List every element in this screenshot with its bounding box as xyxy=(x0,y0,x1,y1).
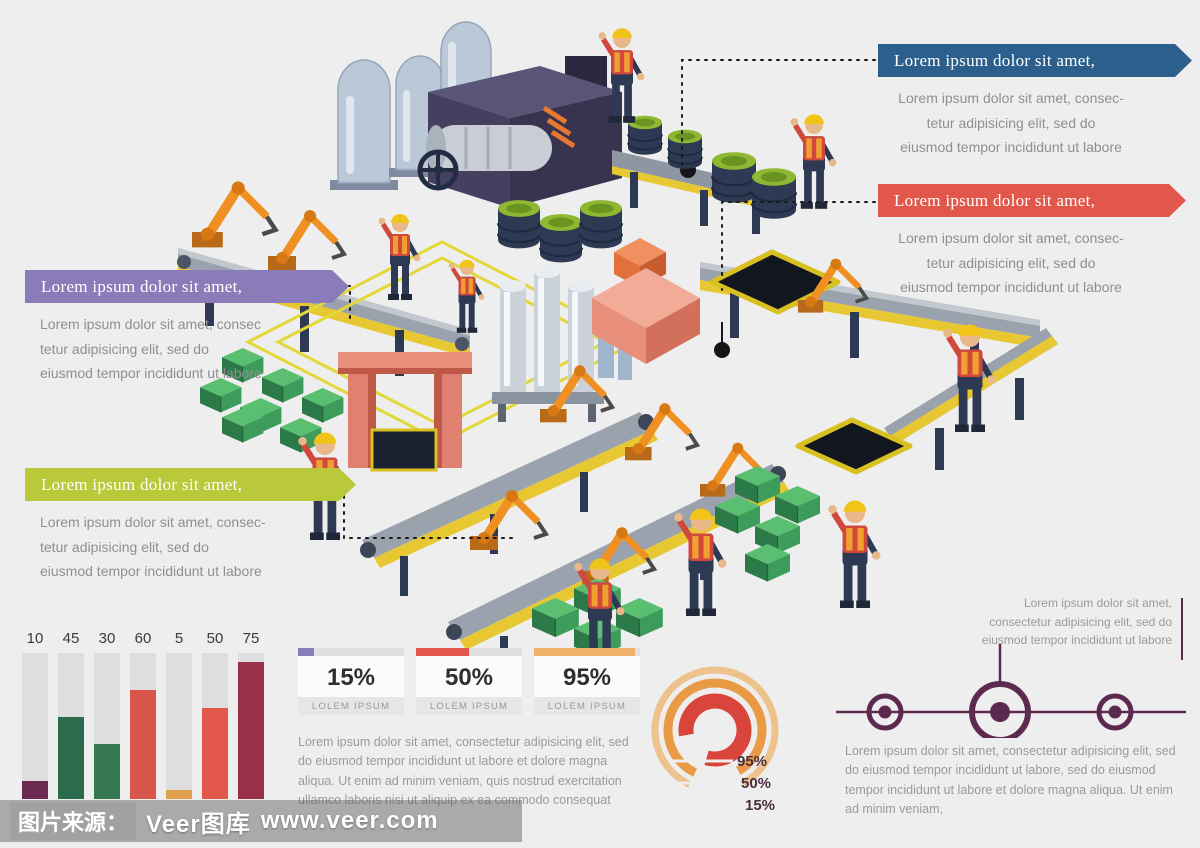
stat-bar-track xyxy=(416,648,522,656)
airplane-hub-right xyxy=(1108,705,1122,719)
barrel-cluster xyxy=(496,199,624,264)
bar-value-label: 50 xyxy=(206,630,224,647)
stat-label: LOLEM IPSUM xyxy=(534,697,640,715)
stat-percent: 95% xyxy=(534,656,640,697)
stat-block-15: 15% LOLEM IPSUM xyxy=(298,648,404,715)
stat-block-50: 50% LOLEM IPSUM xyxy=(416,648,522,715)
bar-fill xyxy=(94,744,120,799)
callout-banner-red: Lorem ipsum dolor sit amet, xyxy=(878,184,1186,217)
callout-banner-green: Lorem ipsum dolor sit amet, xyxy=(25,468,356,501)
airplane-graphic xyxy=(836,598,1186,738)
donut-label-50: 50% xyxy=(741,775,771,792)
bar-track xyxy=(94,653,120,799)
stat-bar-fill xyxy=(298,648,314,656)
stat-percent: 15% xyxy=(298,656,404,697)
bar-column: 5 xyxy=(166,630,192,799)
watermark-bar: 图片来源： Veer图库 www.veer.com xyxy=(0,800,522,842)
callout-banner-blue: Lorem ipsum dolor sit amet, xyxy=(878,44,1192,77)
stat-bar-track xyxy=(298,648,404,656)
bar-column: 50 xyxy=(202,630,228,799)
callout-body-red: Lorem ipsum dolor sit amet, consec- tetu… xyxy=(898,230,1124,295)
stat-bar-fill xyxy=(416,648,469,656)
bar-value-label: 60 xyxy=(134,630,152,647)
stat-bar-track xyxy=(534,648,640,656)
bar-track xyxy=(130,653,156,799)
bar-value-label: 30 xyxy=(98,630,116,647)
stat-percent: 50% xyxy=(416,656,522,697)
airplane-fuselage-circle xyxy=(969,681,1031,738)
bar-fill xyxy=(166,789,192,799)
donut-chart: 95% 50% 15% xyxy=(651,666,779,814)
airplane-hub-left xyxy=(878,705,892,719)
bar-value-label: 5 xyxy=(174,630,184,647)
bar-value-label: 45 xyxy=(62,630,80,647)
callout-body-green: Lorem ipsum dolor sit amet, consec- tetu… xyxy=(40,514,266,579)
bar-column: 30 xyxy=(94,630,120,799)
bar-column: 10 xyxy=(22,630,48,799)
bar-fill xyxy=(22,780,48,799)
bar-fill xyxy=(130,689,156,799)
bar-fill xyxy=(202,707,228,799)
callout-banner-purple: Lorem ipsum dolor sit amet, xyxy=(25,270,349,303)
bar-track xyxy=(22,653,48,799)
bar-value-label: 10 xyxy=(26,630,44,647)
bar-track xyxy=(58,653,84,799)
bar-fill xyxy=(58,716,84,799)
pink-structure xyxy=(592,238,700,364)
bar-fill xyxy=(238,662,264,799)
stats-caption: Lorem ipsum dolor sit amet, consectetur … xyxy=(298,735,629,808)
airplane-engine-left xyxy=(866,693,904,731)
arch-gate xyxy=(338,352,472,472)
bar-value-label: 75 xyxy=(242,630,260,647)
crate-cluster-right xyxy=(714,465,821,583)
plane-bottom-text: Lorem ipsum dolor sit amet, consectetur … xyxy=(845,744,1176,817)
machine xyxy=(417,56,622,208)
watermark-source-label: 图片来源： xyxy=(10,802,137,840)
stat-block-95: 95% LOLEM IPSUM xyxy=(534,648,640,715)
bar-track xyxy=(238,653,264,799)
callout-body-purple: Lorem ipsum dolor sit amet, consec tetur… xyxy=(40,316,262,381)
airplane-engine-right xyxy=(1096,693,1134,731)
bar-track xyxy=(166,653,192,799)
stat-label: LOLEM IPSUM xyxy=(416,697,522,715)
bar-column: 75 xyxy=(238,630,264,799)
stat-label: LOLEM IPSUM xyxy=(298,697,404,715)
bar-track xyxy=(202,653,228,799)
bar-column: 45 xyxy=(58,630,84,799)
plane-top-text: Lorem ipsum dolor sit amet, consectetur … xyxy=(981,596,1172,648)
bar-chart: 10 45 30 60 5 50 75 xyxy=(22,630,264,799)
bar-column: 60 xyxy=(130,630,156,799)
watermark-url: www.veer.com xyxy=(260,807,439,834)
donut-label-95: 95% xyxy=(737,753,767,770)
callout-body-blue: Lorem ipsum dolor sit amet, consec- tetu… xyxy=(898,90,1124,155)
watermark-brand: Veer图库 xyxy=(146,810,251,838)
donut-label-15: 15% xyxy=(745,797,775,814)
stat-bar-fill xyxy=(534,648,635,656)
airplane-hub-center xyxy=(990,702,1010,722)
